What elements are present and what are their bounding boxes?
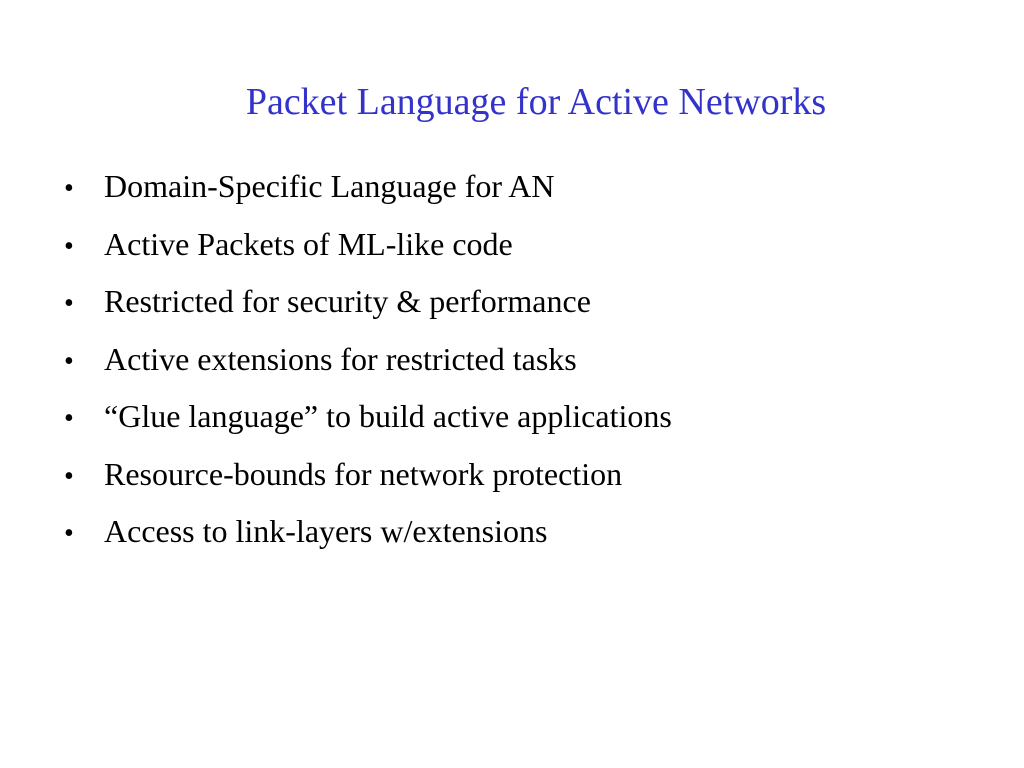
bullet-item: • Resource-bounds for network protection (64, 456, 672, 514)
bullet-icon: • (64, 518, 74, 549)
bullet-text: Restricted for security & performance (104, 283, 591, 319)
bullet-text: Active extensions for restricted tasks (104, 340, 577, 377)
bullet-item: • Active Packets of ML-like code (64, 226, 672, 284)
bullet-item: • Active extensions for restricted tasks (64, 341, 672, 399)
bullet-icon: • (64, 173, 74, 204)
bullet-icon: • (64, 403, 74, 434)
bullet-item: • Access to link-layers w/extensions (64, 513, 672, 571)
bullet-item: • Restricted for security & performance (64, 283, 672, 341)
bullet-icon: • (64, 345, 74, 377)
bullet-text: Active Packets of ML-like code (104, 225, 513, 262)
slide-title: Packet Language for Active Networks (245, 81, 827, 123)
bullet-text: Access to link-layers w/extensions (104, 513, 548, 549)
bullet-text: “Glue language” to build active applicat… (104, 398, 672, 434)
bullet-text: Resource-bounds for network protection (104, 455, 623, 492)
bullet-item: • “Glue language” to build active applic… (64, 398, 672, 456)
bullet-icon: • (64, 288, 74, 319)
bullet-list: • Domain-Specific Language for AN • Acti… (64, 168, 672, 571)
bullet-icon: • (64, 230, 74, 262)
bullet-item: • Domain-Specific Language for AN (64, 168, 672, 226)
bullet-icon: • (64, 460, 74, 492)
bullet-text: Domain-Specific Language for AN (104, 168, 555, 204)
